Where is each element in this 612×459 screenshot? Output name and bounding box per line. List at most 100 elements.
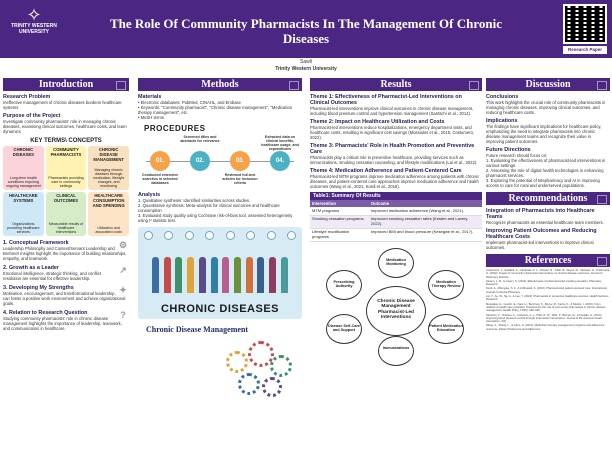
- framework-section: ⚙1. Conceptual Framework Leadership Phil…: [3, 240, 129, 331]
- brain-icon: [205, 231, 215, 240]
- table-header-cell: Outcome: [368, 200, 482, 207]
- procedure-step-label: Extracted data on clinical benefits, hea…: [261, 135, 299, 151]
- key-term-name: CLINICAL OUTCOMES: [53, 193, 79, 203]
- conclusions-title: Conclusions: [486, 94, 519, 100]
- purpose-text: Investigate community pharmacists' role …: [3, 119, 127, 134]
- liver-icon: [225, 231, 235, 240]
- procedures-title: PROCEDURES: [144, 124, 206, 133]
- reference-item: Wang, X., Zhang, L., & Chen, H. (2021). …: [486, 324, 605, 331]
- list-item: MeSH terms: [138, 115, 302, 120]
- author-affiliation: Trinity Western University: [275, 66, 337, 72]
- table-cell: Smoking cessation programs: [310, 215, 369, 229]
- key-term-desc: Measurable results of healthcare interve…: [48, 222, 84, 234]
- theme-text: Pharmacists play a critical role in prev…: [310, 155, 478, 165]
- list-item: Keywords: "Community pharmacist", "Chron…: [138, 105, 302, 115]
- key-term-desc: Managing chronic diseases through medica…: [92, 168, 125, 188]
- framework-item-title: ↗2. Growth as a Leader: [3, 265, 129, 275]
- chronic-diseases-illustration: CHRONIC DISEASES: [138, 227, 302, 319]
- university-logo: ✧ TRINITY WESTERN UNIVERSITY: [4, 6, 64, 46]
- disease-icons: [144, 231, 296, 240]
- person-icon: [163, 257, 171, 293]
- materials-list: Electronic databases: PubMed, CINAHL, an…: [138, 100, 302, 120]
- key-term-desc: Pharmacists providing care in community …: [48, 176, 84, 188]
- recommendation-text: Implement pharmacist-led interventions t…: [486, 240, 594, 250]
- person-icon: [245, 257, 253, 293]
- table-row: MTM programs Improved medication adheren…: [310, 207, 482, 216]
- key-term-name: COMMUNITY PHARMACISTS: [50, 147, 82, 157]
- theme-text: Pharmacist-led interventions reduce hosp…: [310, 125, 475, 140]
- table-cell: MTM programs: [310, 207, 369, 216]
- reference-item: Kurdi, A., Mbongwe, S. F., & Al-Busaidi,…: [486, 287, 607, 294]
- references-list: Costumero, V., Saldaña, A., Cárdenas, A.…: [486, 269, 610, 331]
- heart-icon: [144, 231, 153, 240]
- discussion-column: Discussion Conclusions This work highlig…: [486, 78, 610, 459]
- future-item: 1. Evaluating the effectiveness of pharm…: [486, 158, 606, 168]
- poster-title: The Role Of Community Pharmacists In The…: [109, 16, 503, 46]
- qr-label: Research Paper: [563, 46, 607, 54]
- introduction-column: Introduction Research Problem Ineffectiv…: [3, 78, 129, 459]
- reference-item: Mossialos, E., Courtin, E., Naci, H., Be…: [486, 302, 606, 313]
- key-term-name: HEALTHCARE CONSUMPTION AND SPENDING: [92, 193, 125, 208]
- diagram-node: Medication Monitoring: [378, 247, 414, 278]
- table-cell: Improved smoking cessation rates (Kesten…: [368, 215, 482, 229]
- recommendation-text: Recognize pharmacists as essential healt…: [486, 220, 604, 225]
- joint-icon: [246, 231, 256, 240]
- introduction-header: Introduction: [3, 78, 129, 91]
- key-term-card: COMMUNITY PHARMACISTS Pharmacists providi…: [45, 146, 87, 190]
- future-item: 2. Assessing the role of digital health …: [486, 168, 604, 178]
- person-icon: [257, 257, 265, 293]
- theme-title: Theme 4: Medication Adherence and Patien…: [310, 168, 462, 174]
- key-term-desc: Organizations providing healthcare servi…: [7, 222, 40, 234]
- table-cell: Improved BMI and blood pressure (Kesegwe…: [368, 228, 482, 242]
- diagram-node: Immunizations: [378, 335, 414, 366]
- procedure-step-number: 02.: [190, 151, 210, 171]
- results-table: Intervention Outcome MTM programs Improv…: [310, 200, 482, 242]
- gears-icon: [226, 341, 296, 401]
- table-header-row: Intervention Outcome: [310, 200, 482, 207]
- analysis-title: Analysis: [138, 192, 161, 198]
- purpose-title: Purpose of the Project: [3, 113, 61, 119]
- procedure-step-label: Reviewed full-text articles for inclusio…: [222, 173, 258, 185]
- framework-item-title: ?4. Relation to Research Question: [3, 310, 129, 320]
- procedures-diagram: 01. 02. 03. 04. Conducted extensive sear…: [138, 135, 302, 189]
- diagram-node: Prescribing Authority: [326, 269, 362, 300]
- cdm-illustration: Chronic Disease Management: [138, 325, 302, 405]
- results-column: Results Theme 1: Effectiveness of Pharma…: [310, 78, 482, 459]
- person-icon: [280, 257, 288, 293]
- diagram-node: Patient Medication Education: [428, 313, 464, 344]
- discussion-header: Discussion: [486, 78, 610, 91]
- diagram-center-node: Chronic Disease Management Pharmacist-Le…: [366, 285, 426, 336]
- results-header: Results: [310, 78, 482, 91]
- procedure-step-number: 01.: [150, 151, 170, 171]
- pancreas-icon: [266, 231, 276, 240]
- person-icon: [187, 257, 195, 293]
- reference-item: Kesten, J. M., & Lavery, S. (2022). Effe…: [486, 279, 602, 287]
- implications-text: The findings have significant implicatio…: [486, 124, 602, 144]
- key-term-card: HEALTHCARE SYSTEMS Organizations providin…: [3, 192, 44, 236]
- table-title: Table1: Summary Of Results: [310, 192, 482, 200]
- reference-item: Costumero, V., Saldaña, A., Cárdenas, A.…: [486, 269, 610, 279]
- strength-icon: ✦: [119, 285, 127, 295]
- key-term-desc: Utilization and associated costs: [95, 226, 122, 234]
- framework-item-text: Motivation, encouragement, and transform…: [3, 291, 126, 306]
- table-row: Smoking cessation programs Improved smok…: [310, 215, 482, 229]
- framework-item-title: ✦3. Developing My Strengths: [3, 285, 129, 295]
- theme-title: Theme 1: Effectiveness of Pharmacist-Led…: [310, 94, 462, 106]
- procedure-connector: [146, 161, 294, 162]
- table-row: Lifestyle modification programs Improved…: [310, 228, 482, 242]
- qr-code[interactable]: [563, 4, 607, 44]
- kidney-icon: [184, 231, 194, 240]
- interventions-diagram: Chronic Disease Management Pharmacist-Le…: [310, 247, 482, 368]
- person-icon: [210, 257, 218, 293]
- theme-title: Theme 2: Impact on Healthcare Utilizatio…: [310, 119, 445, 125]
- key-term-desc: Long-term health conditions requiring on…: [5, 176, 41, 188]
- stomach-icon: [286, 231, 296, 240]
- analysis-item: 3. Evaluated study quality using Cochran…: [138, 213, 293, 223]
- methods-header: Methods: [138, 78, 302, 91]
- reference-item: Santschi, V., Chiolero, A., Colosimo, A.…: [486, 313, 603, 324]
- framework-item-text: Leadership Philosophy and Context/Servan…: [3, 246, 127, 261]
- key-term-name: HEALTHCARE SYSTEMS: [9, 193, 38, 203]
- table-header-cell: Intervention: [310, 200, 369, 207]
- person-icon: [175, 257, 183, 293]
